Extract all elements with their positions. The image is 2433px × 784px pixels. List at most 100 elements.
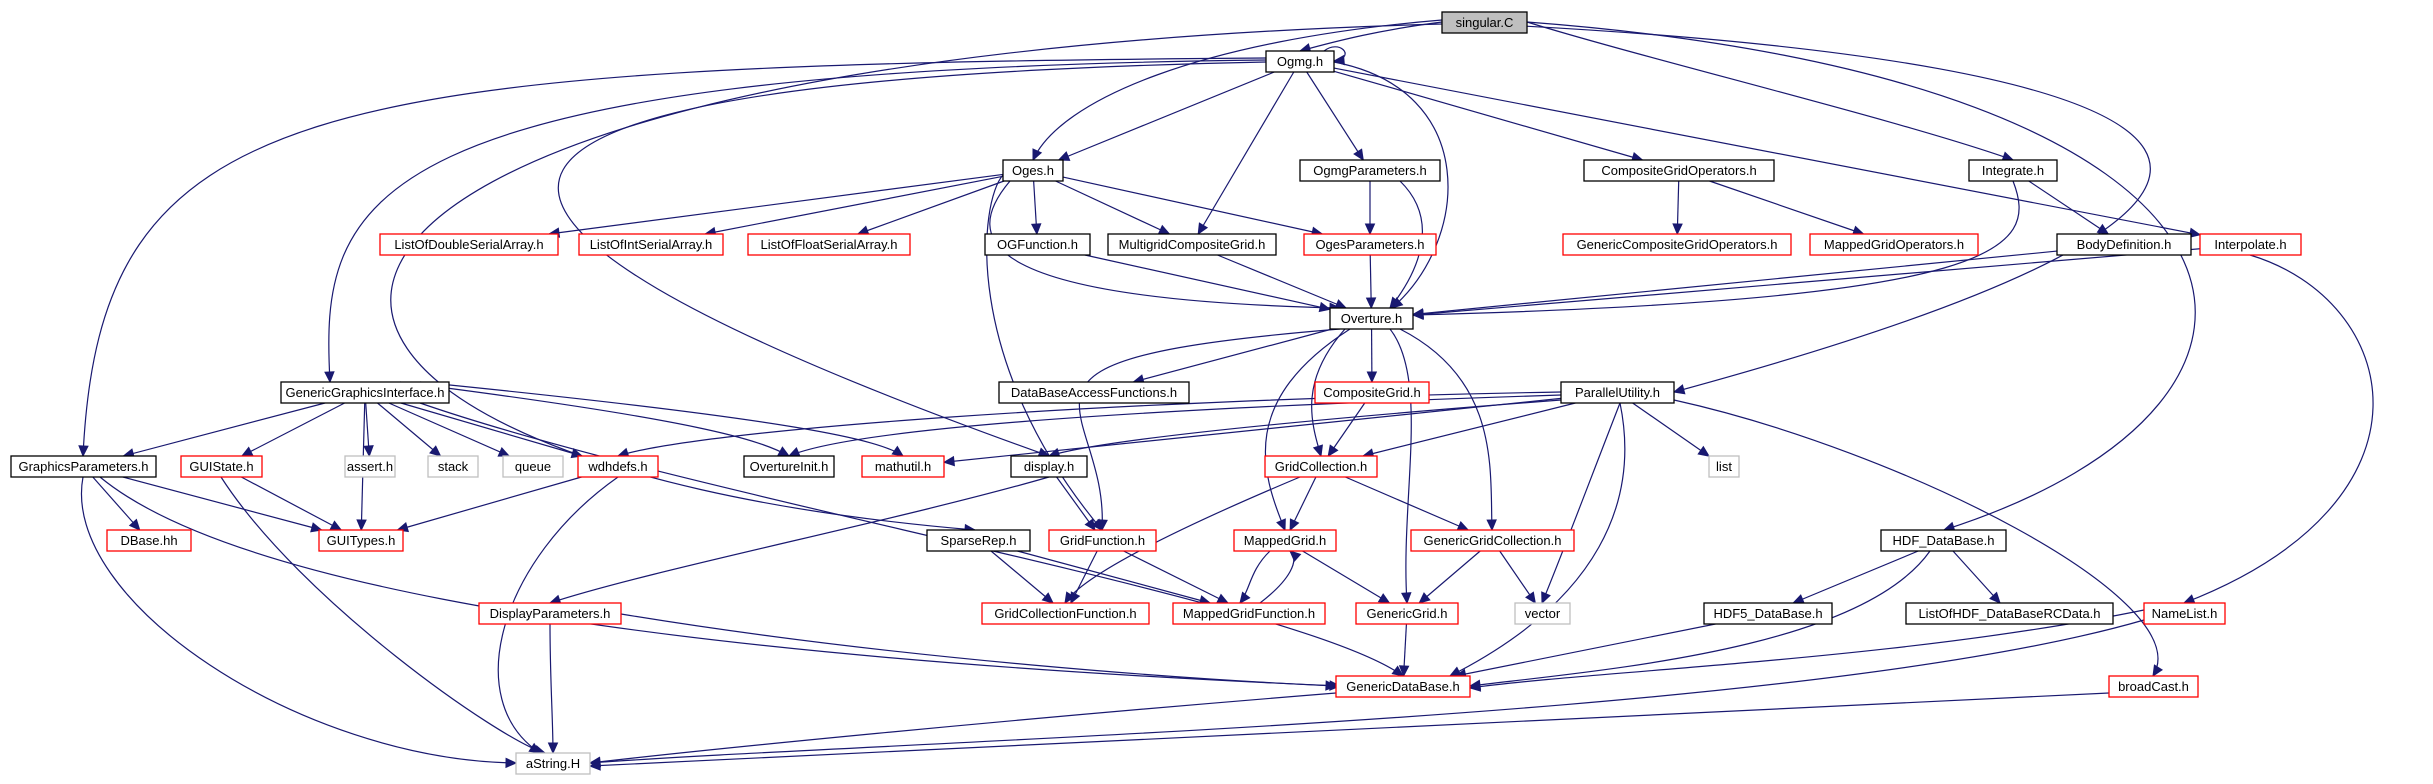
edge-line [390,23,1443,531]
node-ogmg[interactable]: Ogmg.h [1265,50,1335,73]
node-label: OgesParameters.h [1315,237,1424,252]
node-gdb[interactable]: GenericDataBase.h [1335,675,1471,698]
node-display[interactable]: display.h [1010,455,1088,478]
arrowhead [1366,371,1378,384]
edge-ogesparams-to-overture [1365,254,1377,310]
node-ggc[interactable]: GenericGridCollection.h [1410,529,1575,552]
node-dispparams[interactable]: DisplayParameters.h [478,602,622,625]
node-bodydef[interactable]: BodyDefinition.h [2056,233,2192,256]
edge-line [1389,328,1412,604]
arrowhead [1084,518,1096,531]
edge-line [220,476,546,754]
node-label: assert.h [347,459,393,474]
node-lofisa[interactable]: ListOfIntSerialArray.h [578,233,724,256]
node-list: list [1708,455,1740,478]
node-box [1264,455,1378,478]
edge-line [1058,71,1275,161]
edge-ogmg-to-oges [1057,71,1275,161]
edge-line [1632,402,1710,457]
edge-line [1345,476,1469,531]
node-lodsa[interactable]: ListOfDoubleSerialArray.h [379,233,559,256]
node-gridfunc[interactable]: GridFunction.h [1048,529,1157,552]
node-namelist[interactable]: NameList.h [2143,602,2226,625]
node-parutil[interactable]: ParallelUtility.h [1560,381,1675,404]
edge-ggi-to-stack [377,402,442,457]
node-box [1303,233,1437,256]
edge-dispparams-to-gdb [620,613,1338,691]
node-guistate[interactable]: GUIState.h [180,455,263,478]
node-box [2143,602,2226,625]
node-guitypes[interactable]: GUITypes.h [318,529,404,552]
edge-overture-to-compgrid [1366,328,1378,384]
node-ggi[interactable]: GenericGraphicsInterface.h [280,381,450,404]
arrowhead [240,446,254,457]
arrowhead [1318,301,1332,313]
arrowhead [1389,296,1401,309]
arrowhead [1411,308,1424,320]
edge-line [1264,328,1351,531]
edge-line [99,476,1341,687]
node-ogesparams[interactable]: OgesParameters.h [1303,233,1437,256]
node-box [1703,602,1833,625]
node-label: Overture.h [1341,311,1402,326]
edge-mappedgrid-to-mgf [1239,550,1271,604]
arrowhead [1312,444,1323,458]
node-ogmgparams[interactable]: OgmgParameters.h [1299,159,1441,182]
node-gcgo[interactable]: GenericCompositeGridOperators.h [1562,233,1792,256]
node-oges[interactable]: Oges.h [1002,159,1064,182]
node-integrate[interactable]: Integrate.h [1968,159,2058,182]
node-box [2199,233,2302,256]
node-overture[interactable]: Overture.h [1329,307,1414,330]
node-mgo[interactable]: MappedGridOperators.h [1809,233,1979,256]
node-cgo[interactable]: CompositeGridOperators.h [1583,159,1775,182]
edge-cgo-to-mgo [1709,180,1865,236]
node-box [344,455,396,478]
edge-line [1056,476,1096,531]
node-hdfdb[interactable]: HDF_DataBase.h [1880,529,2007,552]
node-mgf[interactable]: MappedGridFunction.h [1172,602,1326,625]
arrowhead [1418,592,1431,604]
arrowhead [588,760,601,771]
node-mgcg[interactable]: MultigridCompositeGrid.h [1107,233,1277,256]
node-gcf[interactable]: GridCollectionFunction.h [981,602,1150,625]
edge-line [589,619,2145,764]
node-ovinit[interactable]: OvertureInit.h [743,455,835,478]
node-dbaf[interactable]: DataBaseAccessFunctions.h [998,381,1190,404]
node-sparserep[interactable]: SparseRep.h [926,529,1031,552]
edge-overture-to-gridfunc [1078,328,1341,532]
edge-line [241,476,342,531]
node-gparams[interactable]: GraphicsParameters.h [10,455,157,478]
node-label: GenericDataBase.h [1346,679,1459,694]
edge-line [1333,70,1643,161]
edge-line [1952,550,2001,604]
edge-line [1709,180,1864,235]
node-box [1355,602,1459,625]
node-mappedgrid[interactable]: MappedGrid.h [1233,529,1337,552]
node-mathutil[interactable]: mathutil.h [861,455,945,478]
node-gridcoll[interactable]: GridCollection.h [1264,455,1378,478]
edge-line [1412,248,2201,316]
arrowhead [1353,148,1364,162]
edge-line [1441,21,2151,393]
node-interpolate[interactable]: Interpolate.h [2199,233,2302,256]
arrowhead [1486,519,1497,532]
edge-singular-to-parutil [1441,21,2151,395]
arrowhead [78,445,89,458]
node-loflsa[interactable]: ListOfFloatSerialArray.h [747,233,911,256]
node-broadcast[interactable]: broadCast.h [2108,675,2199,698]
edge-ogmg-to-interpolate [1333,67,2202,238]
edge-line [1123,550,1229,604]
node-lohdf[interactable]: ListOfHDF_DataBaseRCData.h [1905,602,2114,625]
edge-line [620,613,1337,687]
edge-line [397,476,582,531]
node-genericgrid[interactable]: GenericGrid.h [1355,602,1459,625]
edge-line [1469,550,1931,687]
node-compgrid[interactable]: CompositeGrid.h [1314,381,1430,404]
edge-oges-to-mgcg [1055,180,1171,235]
node-hdf5db[interactable]: HDF5_DataBase.h [1703,602,1833,625]
node-wdhdefs[interactable]: wdhdefs.h [577,455,659,478]
node-dbase[interactable]: DBase.hh [106,529,192,552]
edge-bodydef-to-overture [1411,250,2058,319]
node-ogfunction[interactable]: OGFunction.h [984,233,1091,256]
node-singular[interactable]: singular.C [1441,11,1528,34]
